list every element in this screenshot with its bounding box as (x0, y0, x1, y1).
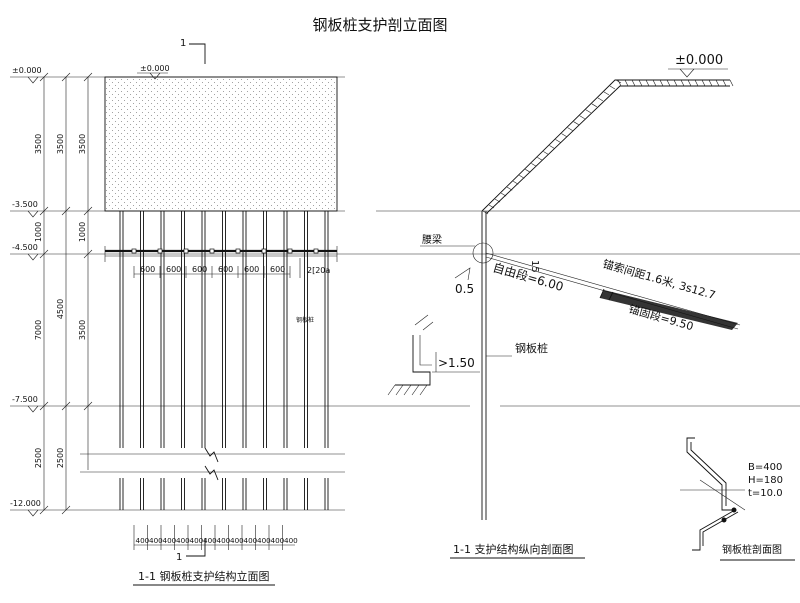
sheet-pile-profile (680, 437, 746, 551)
dim-text: 1000 (78, 222, 87, 242)
dim-150-label: >1.50 (438, 356, 475, 370)
waler-node (287, 248, 293, 254)
free-length-label: 自由段=6.00 (491, 259, 565, 293)
vertical-dim-columns (39, 72, 93, 515)
level-marker-3: -7.500 (12, 395, 39, 413)
top-level-marker: ±0.000 (137, 64, 170, 80)
spacing-600-text: 600 (270, 265, 285, 274)
waler-label-group: 2[20a 钢板桩 (296, 258, 330, 324)
section-marker-top: 1 (180, 38, 206, 64)
section-marker-label-bottom: 1 (176, 552, 182, 563)
right-top-level-label: ±0.000 (675, 53, 723, 68)
level-marker-1: -3.500 (12, 200, 39, 218)
bottom-400-text: 400 (176, 536, 190, 545)
level-markers: ±0.000 -3.500 -4.500 -7.500 -12.000 (10, 66, 42, 517)
section-marker-label: 1 (180, 38, 186, 49)
param-B: B=400 (748, 462, 782, 473)
level-marker-0: ±0.000 (12, 66, 42, 84)
bottom-400-text: 400 (284, 536, 298, 545)
dim-text: 3500 (56, 134, 65, 154)
bottom-400-text: 400 (203, 536, 217, 545)
break-lines (80, 447, 345, 481)
dim-text: 3500 (34, 134, 43, 154)
level-label: -4.500 (12, 243, 38, 252)
bottom-400-text: 400 (163, 536, 177, 545)
param-H: H=180 (748, 475, 783, 486)
level-marker-4: -12.000 (10, 499, 41, 517)
waler-node (157, 248, 163, 254)
dim-text: 3500 (78, 320, 87, 340)
dim-text: 4500 (56, 299, 65, 319)
waler-node (313, 248, 319, 254)
top-level-label: ±0.000 (140, 64, 170, 73)
spacing-600-text: 600 (192, 265, 207, 274)
right-top-level: ±0.000 (668, 53, 728, 78)
vertical-dim-texts: 3500 1000 7000 2500 3500 4500 2500 3500 … (34, 134, 87, 468)
page-title: 钢板桩支护剖立面图 (312, 16, 447, 34)
spacing-600-dims: 600 600 600 600 600 600 (133, 265, 291, 278)
waler-beam (104, 246, 338, 262)
bottom-400-text: 400 (271, 536, 285, 545)
anchor-labels: 腰梁 自由段=6.00 锚索间距1.6米, 3s12.7 锚固段=9.50 15… (420, 233, 717, 333)
level-label: -7.500 (12, 395, 38, 404)
waler-label: 2[20a (307, 266, 330, 275)
bottom-400-text: 400 (136, 536, 150, 545)
waler-node (235, 248, 241, 254)
right-caption: 1-1 支护结构纵向剖面图 (453, 542, 573, 556)
left-caption: 1-1 钢板桩支护结构立面图 (138, 569, 269, 583)
bottom-400-text: 400 (217, 536, 231, 545)
dim-text: 2500 (56, 448, 65, 468)
dim-text: 7000 (34, 320, 43, 340)
anchor-tendon (472, 242, 741, 330)
waler-node (183, 248, 189, 254)
dim-05-label: 0.5 (455, 282, 474, 296)
dim-15-label: 15 (529, 260, 540, 273)
excavation-detail: >1.50 (387, 314, 480, 396)
bottom-400-text: 400 (244, 536, 258, 545)
bottom-400-text: 400 (149, 536, 163, 545)
section-marker-bottom: 1 (176, 538, 206, 563)
level-marker-2: -4.500 (12, 243, 39, 261)
dim-text: 2500 (34, 448, 43, 468)
spacing-600-text: 600 (166, 265, 181, 274)
level-label: -3.500 (12, 200, 38, 209)
pile-small-label: 钢板桩 (296, 316, 314, 324)
bottom-400-text: 400 (190, 536, 204, 545)
bottom-400-text: 400 (230, 536, 244, 545)
dim-text: 3500 (78, 134, 87, 154)
pile-callout: 钢板桩 (486, 341, 548, 357)
profile-caption: 钢板桩剖面图 (722, 543, 782, 556)
bottom-400-text: 400 (257, 536, 271, 545)
spacing-600-text: 600 (218, 265, 233, 274)
dim-text: 1000 (34, 222, 43, 242)
waler-node (131, 248, 137, 254)
pile-label: 钢板桩 (515, 341, 548, 355)
spacing-600-text: 600 (140, 265, 155, 274)
profile-params: B=400 H=180 t=10.0 (748, 462, 783, 499)
waler-node (261, 248, 267, 254)
waist-beam-label: 腰梁 (422, 233, 442, 246)
soil-block (104, 76, 338, 212)
level-label: -12.000 (10, 499, 41, 508)
level-label: ±0.000 (12, 66, 42, 75)
waler-node (209, 248, 215, 254)
spacing-600-text: 600 (244, 265, 259, 274)
param-t: t=10.0 (748, 488, 783, 499)
section-marker-arrow (189, 43, 206, 64)
